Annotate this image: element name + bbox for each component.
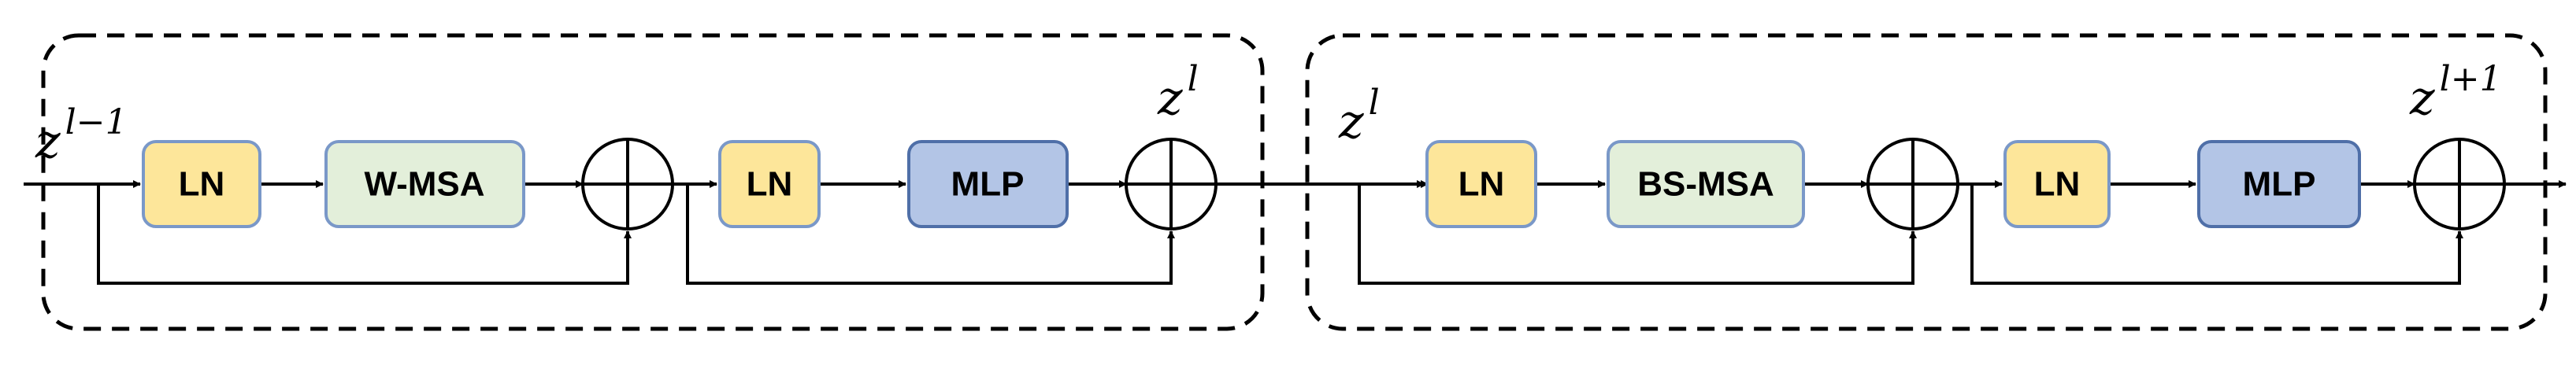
ln-label: LN <box>1458 165 1505 204</box>
adder-left-1 <box>581 138 674 230</box>
skip-connection-4 <box>1970 184 2463 285</box>
ln-box <box>718 140 821 228</box>
ln-label: LN <box>747 165 793 204</box>
ln-block-left-2: LN <box>718 140 821 228</box>
ln-label: LN <box>2034 165 2081 204</box>
attention-box <box>324 140 525 228</box>
ln-box <box>2003 140 2111 228</box>
ln-box <box>142 140 261 228</box>
mlp-block-left: MLP <box>907 140 1069 228</box>
mlp-box <box>907 140 1069 228</box>
ln-box <box>1425 140 1537 228</box>
ln-block-right-2: LN <box>2003 140 2111 228</box>
mlp-box <box>2197 140 2361 228</box>
bsmsa-block: BS-MSA <box>1607 140 1805 228</box>
skip-connection-1 <box>97 184 632 285</box>
skip-connection-2 <box>686 184 1175 285</box>
attention-label: BS-MSA <box>1637 165 1774 204</box>
attention-box <box>1607 140 1805 228</box>
mlp-block-right: MLP <box>2197 140 2361 228</box>
left-block-container <box>41 33 1265 331</box>
adder-right-2 <box>2413 138 2506 230</box>
skip-connection-3 <box>1358 184 1917 285</box>
adder-right-1 <box>1866 138 1959 230</box>
ln-label: LN <box>179 165 225 204</box>
right-block-container <box>1305 33 2548 331</box>
wmsa-block: W-MSA <box>324 140 525 228</box>
mlp-label: MLP <box>951 165 1025 204</box>
adder-left-2 <box>1125 138 1218 230</box>
mlp-label: MLP <box>2243 165 2316 204</box>
attention-label: W-MSA <box>364 165 484 204</box>
ln-block-right-1: LN <box>1425 140 1537 228</box>
ln-block-left-1: LN <box>142 140 261 228</box>
